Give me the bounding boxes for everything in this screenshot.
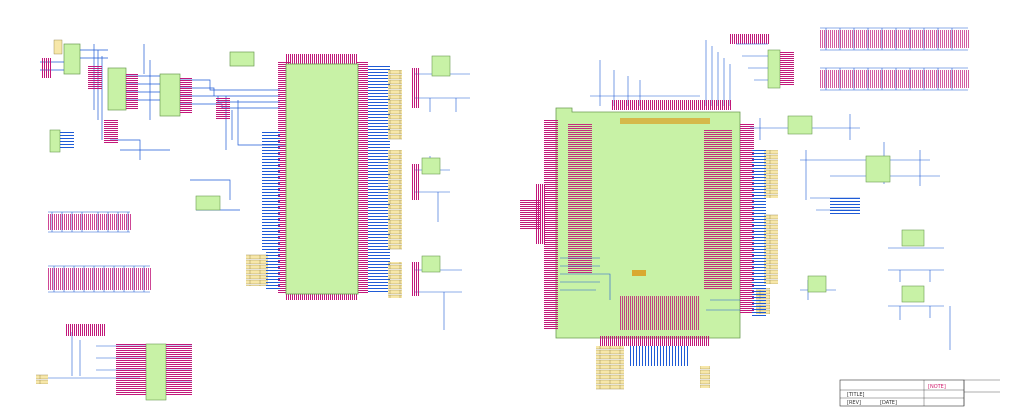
right-power-section	[750, 114, 940, 211]
rev-field: [REV]	[847, 400, 861, 406]
title-block: [TITLE] [NOTE] [REV] [DATE]	[839, 379, 1000, 407]
left-main-mcu	[278, 54, 368, 300]
left-schematic	[36, 39, 470, 401]
note-field: [NOTE]	[928, 384, 946, 390]
title-field: [TITLE]	[847, 392, 864, 398]
left-input-ic-group	[40, 43, 290, 211]
right-main-ic	[544, 100, 754, 346]
left-regulators	[414, 60, 470, 330]
right-ic-pin-labels	[568, 118, 732, 330]
date-field: [DATE]	[880, 400, 897, 406]
right-schematic	[520, 27, 970, 390]
